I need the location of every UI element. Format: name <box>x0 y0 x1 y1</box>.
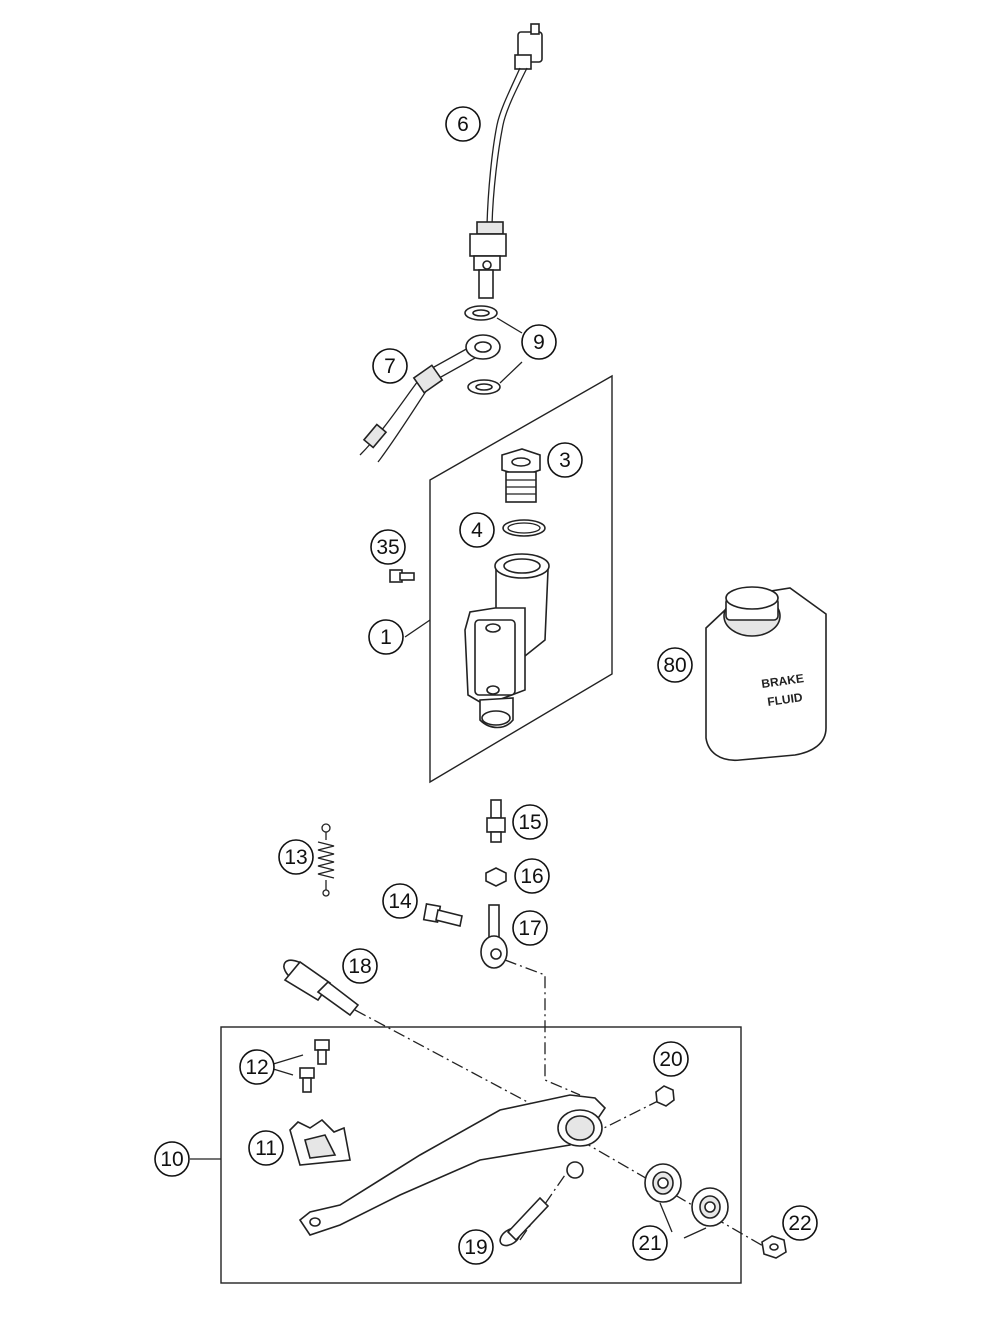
callout-11: 11 <box>248 1130 284 1166</box>
svg-text:12: 12 <box>245 1056 268 1079</box>
callout-12: 12 <box>239 1049 275 1085</box>
callout-35: 35 <box>370 529 406 565</box>
reservoir-adapter <box>501 448 541 503</box>
bolt-14 <box>422 902 463 927</box>
callout-6: 6 <box>445 106 481 142</box>
svg-text:15: 15 <box>518 811 541 834</box>
svg-text:9: 9 <box>533 331 545 354</box>
svg-text:21: 21 <box>638 1232 661 1255</box>
nut-22 <box>761 1235 787 1259</box>
callout-21: 21 <box>632 1225 668 1261</box>
svg-text:11: 11 <box>255 1137 277 1160</box>
svg-text:18: 18 <box>348 955 371 978</box>
return-spring <box>317 823 335 897</box>
screws-12 <box>269 1039 330 1093</box>
brake-fluid-can: BRAKE FLUID <box>705 586 827 762</box>
callout-18: 18 <box>342 948 378 984</box>
callout-19: 19 <box>458 1229 494 1265</box>
svg-text:22: 22 <box>788 1212 811 1235</box>
svg-text:13: 13 <box>284 846 307 869</box>
push-rod <box>486 799 506 843</box>
callout-1: 1 <box>368 619 404 655</box>
brake-pedal <box>298 1094 607 1236</box>
brake-hose <box>359 334 501 463</box>
callout-80: 80 <box>657 647 693 683</box>
callout-3: 3 <box>547 442 583 478</box>
nut-16 <box>485 867 507 887</box>
clevis-17 <box>480 904 508 969</box>
bearings-21 <box>644 1163 729 1239</box>
svg-text:17: 17 <box>518 917 541 940</box>
callout-4: 4 <box>459 512 495 548</box>
svg-text:14: 14 <box>388 890 412 913</box>
callout-7: 7 <box>372 348 408 384</box>
callout-13: 13 <box>278 839 314 875</box>
callout-20: 20 <box>653 1041 689 1077</box>
svg-text:4: 4 <box>471 519 483 542</box>
can-label-line1: BRAKE <box>760 671 804 691</box>
svg-text:10: 10 <box>160 1148 183 1171</box>
screw-35 <box>389 569 415 583</box>
master-cylinder-group-frame <box>429 374 613 784</box>
svg-text:20: 20 <box>659 1048 682 1071</box>
pivot-bolt-18 <box>283 959 360 1017</box>
callout-17: 17 <box>512 910 548 946</box>
callout-14: 14 <box>382 883 418 919</box>
svg-text:80: 80 <box>663 654 686 677</box>
sealing-washers <box>464 305 523 395</box>
leader-lines <box>190 619 431 1160</box>
callout-16: 16 <box>514 858 550 894</box>
callout-22: 22 <box>782 1205 818 1241</box>
svg-text:7: 7 <box>384 355 396 378</box>
svg-text:16: 16 <box>520 865 543 888</box>
bolt-19 <box>499 1196 550 1247</box>
svg-text:6: 6 <box>457 113 469 136</box>
svg-text:19: 19 <box>464 1236 487 1259</box>
callout-9: 9 <box>521 324 557 360</box>
brake-light-switch <box>469 23 543 299</box>
svg-text:35: 35 <box>376 536 399 559</box>
can-label-line2: FLUID <box>766 690 803 709</box>
callout-15: 15 <box>512 804 548 840</box>
master-cylinder <box>464 553 550 729</box>
callout-10: 10 <box>154 1141 190 1177</box>
brake-pedal-group-frame <box>220 1026 742 1284</box>
svg-text:1: 1 <box>380 626 392 649</box>
pedal-tip <box>289 1118 351 1166</box>
svg-text:3: 3 <box>559 449 571 472</box>
nut-20 <box>655 1085 675 1107</box>
